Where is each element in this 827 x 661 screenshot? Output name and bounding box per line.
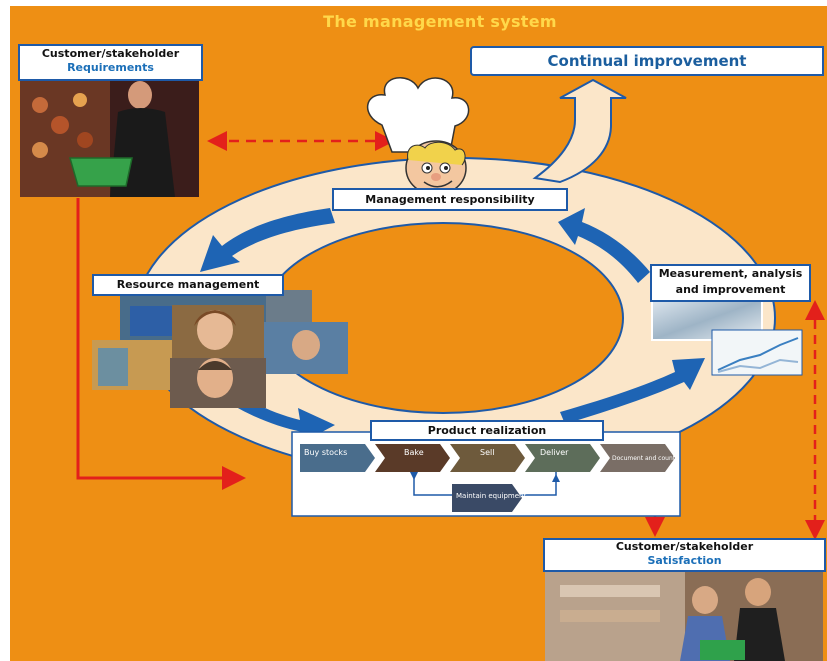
arrow-measurement-to-responsibility [558,208,650,283]
step-document [600,444,675,472]
step-deliver [525,444,600,472]
arrow-requirements-to-product [76,198,246,490]
arrow-product-to-measurement [560,358,705,424]
product-realization-title: Product realization [370,420,604,441]
requirements-box: Customer/stakeholder Requirements [18,44,203,81]
step-bake [375,444,450,472]
requirements-line2: Requirements [67,61,154,74]
arrow-responsibility-to-resource [200,208,335,272]
step-maintain-equipment [452,484,522,512]
photo-shopper [20,77,199,197]
step-deliver-label: Deliver [540,448,569,457]
step-maintain-label: Maintain equipment [456,492,526,500]
satisfaction-line2: Satisfaction [647,554,722,567]
measurement-line2: and improvement [675,283,786,296]
photo-measurement-chart [711,329,803,376]
measurement-line1: Measurement, analysis [658,267,803,280]
diagram-title: The management system [323,12,557,31]
measurement-box: Measurement, analysis and improvement [650,264,811,302]
continual-improvement-arrow [532,78,627,184]
step-bake-label: Bake [404,448,424,457]
resource-management-label: Resource management [92,274,284,296]
continual-improvement-label: Continual improvement [470,46,824,76]
step-document-label: Document and count [612,455,676,462]
management-responsibility-label: Management responsibility [332,188,568,211]
step-buy-stocks [300,444,375,472]
requirements-line1: Customer/stakeholder [41,47,180,60]
step-sell-label: Sell [480,448,494,457]
photo-shop [545,569,823,661]
step-sell [450,444,525,472]
chef-icon [366,77,470,196]
process-steps: Buy stocks Bake Sell Deliver Document an… [300,444,676,512]
satisfaction-line1: Customer/stakeholder [615,540,754,553]
step-buy-stocks-label: Buy stocks [304,448,347,457]
satisfaction-box: Customer/stakeholder Satisfaction [543,538,826,572]
